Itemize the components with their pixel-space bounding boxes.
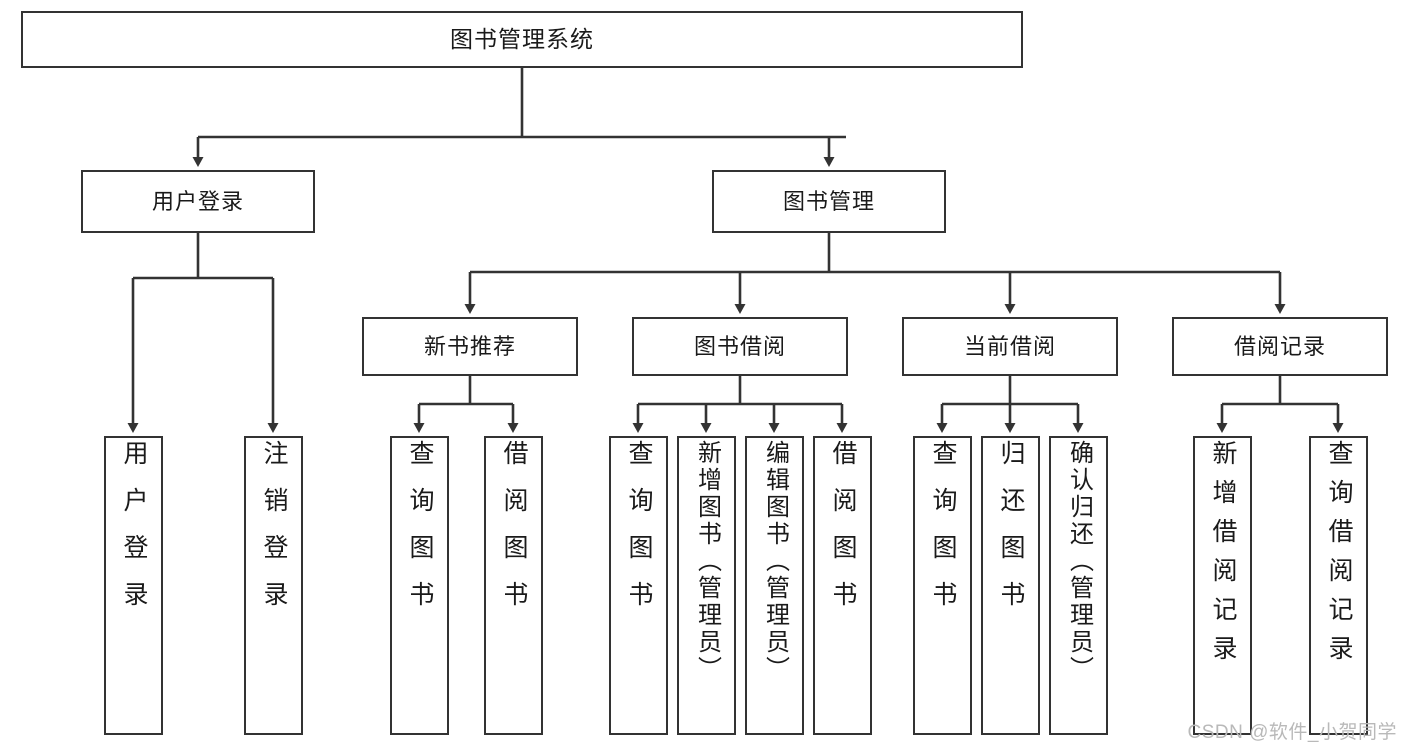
node-current-borrow[interactable]: 当前借阅 (902, 317, 1118, 376)
leaf-current-confirm-return-admin[interactable]: 确认归还（管理员） (1049, 436, 1108, 735)
node-label: 当前借阅 (963, 333, 1056, 359)
node-label: 归还图书 (997, 440, 1025, 628)
leaf-new-book-query[interactable]: 查询图书 (390, 436, 449, 735)
leaf-records-query-record[interactable]: 查询借阅记录 (1309, 436, 1368, 735)
node-label: 图书管理 (782, 188, 875, 214)
node-label: 新增图书（管理员） (693, 440, 721, 683)
node-label: 图书管理系统 (450, 26, 594, 53)
node-root-book-management-system[interactable]: 图书管理系统 (21, 11, 1023, 68)
leaf-borrow-borrow-book[interactable]: 借阅图书 (813, 436, 872, 735)
leaf-borrow-query-book[interactable]: 查询图书 (609, 436, 668, 735)
node-label: 查询图书 (406, 440, 434, 628)
node-label: 查询图书 (625, 440, 653, 628)
node-label: 查询图书 (929, 440, 957, 628)
node-label: 查询借阅记录 (1325, 440, 1353, 674)
node-label: 新增借阅记录 (1209, 440, 1237, 674)
node-label: 用户登录 (151, 188, 244, 214)
leaf-records-add-record[interactable]: 新增借阅记录 (1193, 436, 1252, 735)
leaf-current-return-book[interactable]: 归还图书 (981, 436, 1040, 735)
leaf-current-query-book[interactable]: 查询图书 (913, 436, 972, 735)
node-book-management[interactable]: 图书管理 (712, 170, 946, 233)
csdn-watermark: CSDN @软件_小贺同学 (1187, 722, 1397, 743)
node-label: 编辑图书（管理员） (761, 440, 789, 683)
node-label: 借阅图书 (829, 440, 857, 628)
node-book-borrow[interactable]: 图书借阅 (632, 317, 848, 376)
node-label: 借阅记录 (1233, 333, 1326, 359)
node-user-login[interactable]: 用户登录 (81, 170, 315, 233)
leaf-new-book-borrow[interactable]: 借阅图书 (484, 436, 543, 735)
node-label: 注销登录 (260, 440, 288, 628)
leaf-user-login-login[interactable]: 用户登录 (104, 436, 163, 735)
leaf-borrow-edit-book-admin[interactable]: 编辑图书（管理员） (745, 436, 804, 735)
node-new-book-recommend[interactable]: 新书推荐 (362, 317, 578, 376)
node-label: 用户登录 (120, 440, 148, 628)
leaf-borrow-add-book-admin[interactable]: 新增图书（管理员） (677, 436, 736, 735)
node-borrow-records[interactable]: 借阅记录 (1172, 317, 1388, 376)
leaf-user-login-logout[interactable]: 注销登录 (244, 436, 303, 735)
node-label: 图书借阅 (693, 333, 786, 359)
node-label: 新书推荐 (423, 333, 516, 359)
node-label: 借阅图书 (500, 440, 528, 628)
node-label: 确认归还（管理员） (1065, 440, 1093, 683)
